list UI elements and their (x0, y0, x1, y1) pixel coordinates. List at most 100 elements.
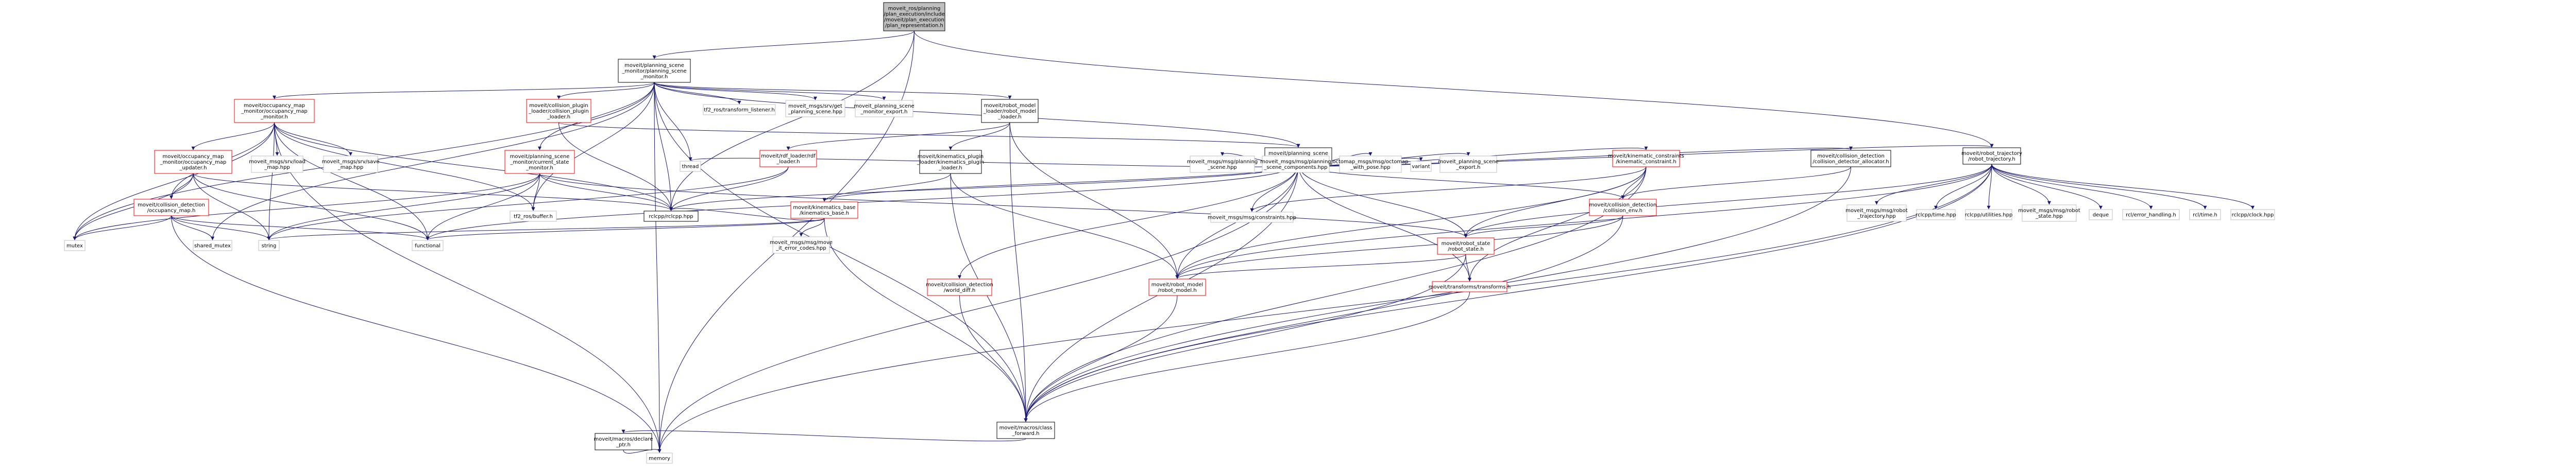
node-transforms[interactable]: moveit/transforms/transforms.h (1429, 281, 1511, 292)
node-box (919, 150, 982, 174)
node-declptr[interactable]: moveit/macros/declare_ptr.h (594, 433, 653, 450)
node-psm[interactable]: moveit/planning_scene_monitor/planning_s… (618, 59, 691, 83)
edge-psm-to-psexport_m (654, 82, 886, 100)
node-box (510, 211, 557, 222)
edge-kbase-to-string (267, 218, 825, 240)
node-string: string (258, 240, 280, 251)
node-omu[interactable]: moveit/occupancy_map_monitor/occupancy_m… (154, 150, 232, 174)
node-label-line: string (262, 243, 277, 249)
node-label-line: moveit_msgs/msg/move (770, 240, 833, 246)
node-box (154, 150, 232, 174)
node-label-line: _forward.h (1012, 431, 1040, 437)
node-label-line: moveit/kinematic_constraints (1608, 153, 1684, 159)
node-wdiff[interactable]: moveit/collision_detection/world_diff.h (926, 278, 993, 296)
node-cenv[interactable]: moveit/collision_detection/collision_env… (1589, 199, 1657, 216)
node-label-line: _loader/kinematics_plugin (917, 160, 984, 165)
node-label-line: rclcpp/utilities.hpp (1965, 213, 2013, 218)
node-label-line: moveit/robot_trajectory (1961, 151, 2022, 156)
node-label-line: _trajectory.hpp (1857, 214, 1895, 219)
node-csm[interactable]: moveit/planning_scene_monitor/current_st… (504, 150, 575, 174)
node-rstate[interactable]: moveit/robot_state/robot_state.h (1437, 237, 1495, 255)
node-cfwd[interactable]: moveit/macros/class_forward.h (996, 422, 1055, 439)
node-box (251, 155, 303, 173)
node-box (646, 452, 673, 464)
node-label-line: moveit/planning_scene (624, 63, 684, 68)
node-box (193, 240, 232, 251)
edge-csm-to-rstate (539, 173, 1468, 238)
edge-rt-to-clock (1991, 164, 2255, 210)
node-box (1437, 237, 1495, 255)
edge-rt-to-errh (1991, 164, 2153, 210)
edge-om-to-memory (274, 122, 662, 453)
node-label-line: moveit/kinematics_plugin (918, 154, 984, 160)
node-functional: functional (412, 240, 444, 251)
edge-kc-to-cenv (1621, 166, 1647, 199)
node-label-line: thread (682, 164, 699, 170)
node-label-line: rcl/error_handling.h (2126, 213, 2176, 218)
node-om[interactable]: moveit/occupancy_map_monitor/occupancy_m… (234, 99, 315, 123)
edge-rt-to-rtmsg (1875, 164, 1992, 205)
node-kbase[interactable]: moveit/kinematics_base/kinematics_base.h (790, 201, 858, 219)
node-kc[interactable]: moveit/kinematic_constraints/kinematic_c… (1608, 150, 1684, 167)
edge-psm-to-tf2listen (654, 82, 741, 104)
node-time: rclcpp/time.hpp (1916, 209, 1956, 220)
edge-rt-to-rcltime (1991, 164, 2207, 210)
node-rml[interactable]: moveit/robot_model_loader/robot_model_lo… (981, 99, 1039, 123)
node-label-line: _loader/robot_model (983, 109, 1037, 114)
node-label-line: _monitor/occupancy_map (160, 160, 226, 165)
edge-cda-to-cenv (1621, 166, 1851, 199)
node-errcodes: moveit_msgs/msg/move_it_error_codes.hpp (770, 236, 833, 254)
node-variant: variant (1410, 161, 1432, 172)
node-memory: memory (646, 452, 673, 464)
edge-psm-to-getps (654, 82, 817, 100)
node-box (64, 240, 86, 251)
node-rdf[interactable]: moveit/rdf_loader/rdf_loader.h (759, 150, 817, 167)
node-kpl[interactable]: moveit/kinematics_plugin_loader/kinemati… (917, 150, 984, 174)
node-label-line: _scene.hpp (1207, 165, 1237, 170)
node-box (526, 99, 591, 123)
node-cda[interactable]: moveit/collision_detection/collision_det… (1810, 150, 1891, 167)
node-box (1262, 155, 1330, 173)
edge-psm-to-memory (654, 82, 662, 453)
node-deque: deque (2089, 209, 2113, 220)
node-rclcpp[interactable]: rclcpp/rclcpp.hpp (643, 211, 699, 222)
edge-ccpl-to-ps (558, 122, 1300, 148)
node-pscomp: moveit_msgs/msg/planning_scene_component… (1260, 155, 1331, 173)
node-label-line: _monitor.h (260, 114, 288, 120)
node-label-line: rclcpp/rclcpp.hpp (649, 214, 693, 220)
node-rmodel[interactable]: moveit/robot_model/robot_model.h (1148, 278, 1206, 296)
node-box (1410, 161, 1432, 172)
node-label-line: tf2_ros/transform_listener.h (704, 108, 774, 113)
edge-psm-to-thread (654, 82, 692, 161)
node-label-line: moveit_msgs/srv/get (788, 103, 842, 109)
edge-ccpl-to-rclcpp (558, 122, 673, 211)
node-box (1589, 199, 1657, 216)
node-rt[interactable]: moveit/robot_trajectory/robot_trajectory… (1961, 147, 2022, 165)
node-label-line: deque (2093, 213, 2109, 218)
edge-wdiff-to-cfwd (959, 295, 1028, 422)
node-thread: thread (680, 161, 701, 172)
node-box (785, 100, 845, 117)
node-box (643, 211, 699, 222)
node-box (1916, 209, 1956, 220)
node-box (1810, 150, 1891, 167)
node-box (1846, 204, 1907, 222)
node-label-line: rclcpp/time.hpp (1916, 213, 1956, 218)
node-label-line: memory (649, 456, 670, 462)
node-label-line: moveit_ros/planning (888, 6, 941, 12)
edge-ocmap-to-shared_mutex (171, 215, 214, 240)
node-ocmap[interactable]: moveit/collision_detection/occupancy_map… (133, 199, 209, 216)
node-label-line: /kinematic_constraint.h (1616, 159, 1676, 165)
node-box (772, 236, 830, 254)
edge-kpl-to-kbase (822, 173, 951, 202)
edge-cenv-to-rmodel (1175, 215, 1623, 279)
node-label-line: functional (415, 243, 440, 249)
node-label-line: /robot_model.h (1158, 288, 1196, 293)
node-box (258, 240, 280, 251)
node-label-line: moveit/collision_plugin (529, 103, 588, 109)
node-ccpl[interactable]: moveit/collision_plugin_loader/collision… (526, 99, 591, 123)
node-label-line: moveit/robot_state (1442, 241, 1490, 247)
node-label-line: _scene_components.hpp (1263, 165, 1327, 170)
node-root[interactable]: moveit_ros/planning/plan_execution/inclu… (883, 2, 945, 31)
